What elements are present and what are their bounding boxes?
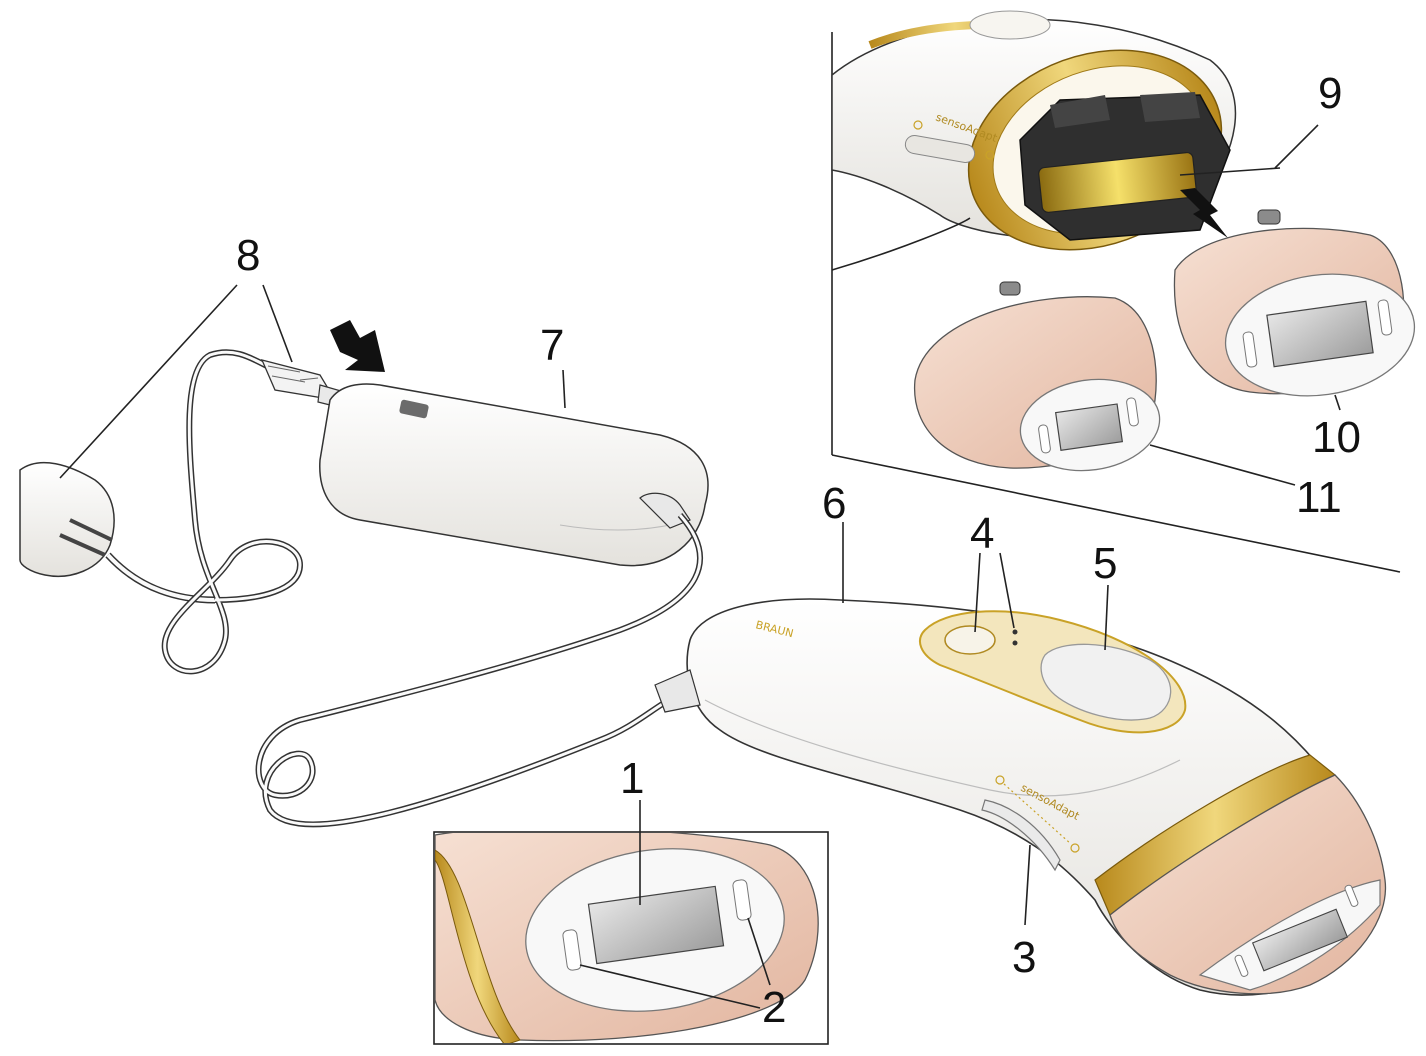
leader-9 xyxy=(1179,167,1281,176)
device-cable xyxy=(255,513,703,828)
sensoadapt-slider xyxy=(981,799,1061,872)
callout-3: 3 xyxy=(1012,933,1036,982)
attachment-head-11 xyxy=(913,281,1161,472)
leader-2b xyxy=(579,964,761,1009)
power-button xyxy=(944,625,996,655)
leader-10 xyxy=(1334,394,1341,411)
leader-4b xyxy=(999,552,1015,629)
callout-5: 5 xyxy=(1093,539,1117,588)
callout-7: 7 xyxy=(540,321,564,370)
callout-10: 10 xyxy=(1312,413,1361,462)
skin-contact-sensor-right xyxy=(732,879,752,921)
inset-frame-bottom-box xyxy=(433,831,829,1045)
leader-5 xyxy=(1104,584,1109,651)
leader-8b xyxy=(262,284,293,363)
callout-6: 6 xyxy=(822,479,846,528)
indicator-light xyxy=(1012,629,1018,635)
leader-2a xyxy=(747,917,771,986)
attach-arrow-icon xyxy=(1180,188,1228,238)
callout-4: 4 xyxy=(970,509,994,558)
callout-1: 1 xyxy=(620,754,644,803)
leader-3 xyxy=(1024,844,1031,926)
mains-plug xyxy=(19,461,216,604)
treatment-window xyxy=(587,885,725,965)
callout-9: 9 xyxy=(1318,69,1342,118)
attachment-head-10 xyxy=(1173,209,1416,397)
leader-4a xyxy=(974,552,981,633)
head-closeup: sensoAdapt xyxy=(831,10,1237,271)
leader-8a xyxy=(59,284,238,479)
leader-9b xyxy=(1274,124,1319,169)
adapter-logo xyxy=(399,399,429,419)
power-adapter: 7 xyxy=(319,321,709,567)
leader-11 xyxy=(1149,444,1296,486)
leader-7 xyxy=(562,369,566,409)
push-arrow-icon xyxy=(330,320,385,372)
inset-window-panel: 1 2 xyxy=(433,754,829,1045)
inset-frame-bottom xyxy=(831,454,1401,573)
callout-8: 8 xyxy=(236,231,260,280)
mains-cable xyxy=(161,349,304,675)
inset-heads-panel: sensoAdapt 9 10 xyxy=(831,10,1416,573)
main-device: BRAUN sensoAdapt xyxy=(654,598,1387,996)
skin-contact-sensor-left xyxy=(562,929,582,971)
callout-11: 11 xyxy=(1296,473,1342,522)
callout-2: 2 xyxy=(762,983,786,1032)
